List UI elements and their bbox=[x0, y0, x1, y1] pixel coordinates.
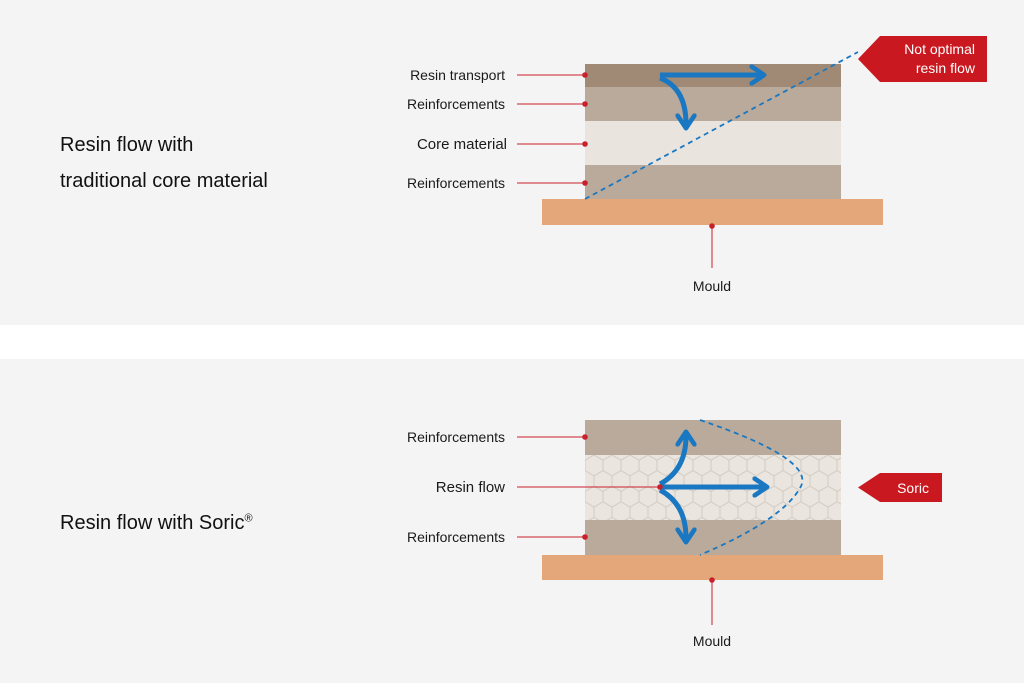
traditional-layer-stack bbox=[542, 64, 883, 225]
label-reinforcements-upper: Reinforcements bbox=[407, 429, 505, 445]
label-resin-flow: Resin flow bbox=[436, 479, 505, 496]
core-material-layer bbox=[585, 121, 841, 165]
label-reinforcements-upper: Reinforcements bbox=[407, 96, 505, 112]
heading-line-2: traditional core material bbox=[60, 170, 268, 192]
label-resin-transport: Resin transport bbox=[410, 67, 505, 83]
resin-front-dashed-line bbox=[584, 51, 859, 200]
label-mould-top: Mould bbox=[693, 278, 731, 294]
mould-plate bbox=[542, 199, 883, 225]
soric-layer-stack bbox=[542, 420, 883, 580]
soric-panel bbox=[0, 359, 1024, 683]
soric-flow-arrows bbox=[658, 436, 763, 538]
traditional-core-panel bbox=[0, 0, 1024, 325]
not-optimal-callout: Not optimal resin flow bbox=[858, 36, 987, 82]
label-core-material: Core material bbox=[417, 136, 507, 153]
reinforcement-layer-lower bbox=[585, 520, 841, 555]
traditional-leader-dots bbox=[582, 72, 715, 229]
reinforcement-layer-upper bbox=[585, 87, 841, 121]
soric-heading: Resin flow with Soric® bbox=[60, 505, 253, 541]
callout-soric-text: Soric bbox=[897, 480, 929, 496]
traditional-flow-arrows bbox=[658, 75, 760, 124]
callout-line-1: Not optimal bbox=[904, 41, 975, 57]
traditional-core-heading: Resin flow with traditional core materia… bbox=[60, 127, 268, 199]
soric-callout: Soric bbox=[858, 473, 942, 502]
reinforcement-layer-upper bbox=[585, 420, 841, 455]
soric-heading-text: Resin flow with Soric bbox=[60, 512, 245, 534]
label-reinforcements-lower: Reinforcements bbox=[407, 175, 505, 191]
reinforcement-layer-lower bbox=[585, 165, 841, 199]
curved-arrow-icon bbox=[658, 75, 686, 124]
curved-arrow-icon bbox=[658, 487, 686, 538]
registered-mark: ® bbox=[244, 512, 253, 525]
resin-front-dashed-curve bbox=[699, 419, 804, 556]
curved-arrow-icon bbox=[658, 436, 686, 487]
mould-plate bbox=[542, 555, 883, 580]
traditional-leader-lines bbox=[517, 74, 713, 268]
label-mould-bottom: Mould bbox=[693, 633, 731, 649]
soric-leader-lines bbox=[517, 436, 713, 625]
soric-leader-dots bbox=[582, 434, 715, 583]
heading-line-1: Resin flow with bbox=[60, 134, 194, 156]
callout-line-2: resin flow bbox=[916, 60, 976, 76]
label-reinforcements-lower: Reinforcements bbox=[407, 529, 505, 545]
